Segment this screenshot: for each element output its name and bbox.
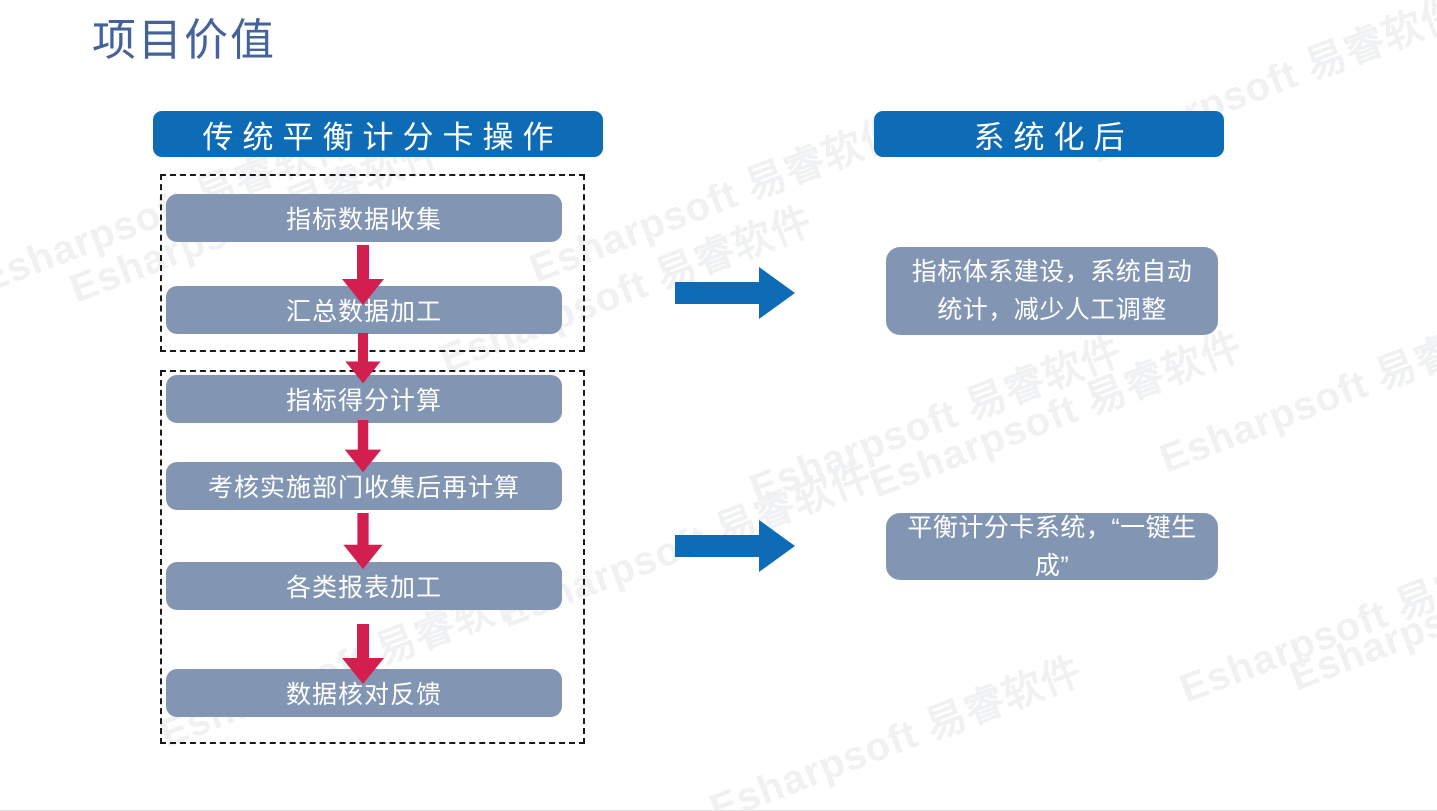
arrow-down-icon [344, 420, 382, 473]
step-box-6: 数据核对反馈 [166, 669, 562, 717]
arrow-down-icon [343, 513, 383, 570]
dashed-group-data-collection [160, 174, 585, 352]
watermark-text: Esharpsoft 易睿软件 [743, 328, 1129, 512]
banner-traditional: 传统平衡计分卡操作 [153, 111, 603, 157]
arrow-right-icon [675, 267, 795, 319]
step-box-5: 各类报表加工 [166, 562, 562, 610]
page-title: 项目价值 [92, 16, 276, 65]
step-box-1: 指标数据收集 [166, 194, 562, 242]
watermark-text: Esharpsoft 易睿软件 [863, 323, 1249, 507]
arrow-down-icon [342, 624, 384, 684]
arrow-down-icon [342, 245, 384, 305]
step-box-3: 指标得分计算 [166, 375, 562, 423]
arrow-right-icon [675, 520, 795, 572]
result-box-1: 指标体系建设，系统自动统计，减少人工调整 [886, 247, 1218, 335]
watermark-text: Esharpsoft 易睿软件 [1283, 517, 1437, 700]
arrow-down-icon [345, 333, 381, 384]
watermark-text: Esharpsoft 易睿软件 [703, 648, 1089, 811]
banner-systemized: 系统化后 [874, 111, 1224, 157]
result-box-2: 平衡计分卡系统，“一键生成” [886, 513, 1218, 580]
